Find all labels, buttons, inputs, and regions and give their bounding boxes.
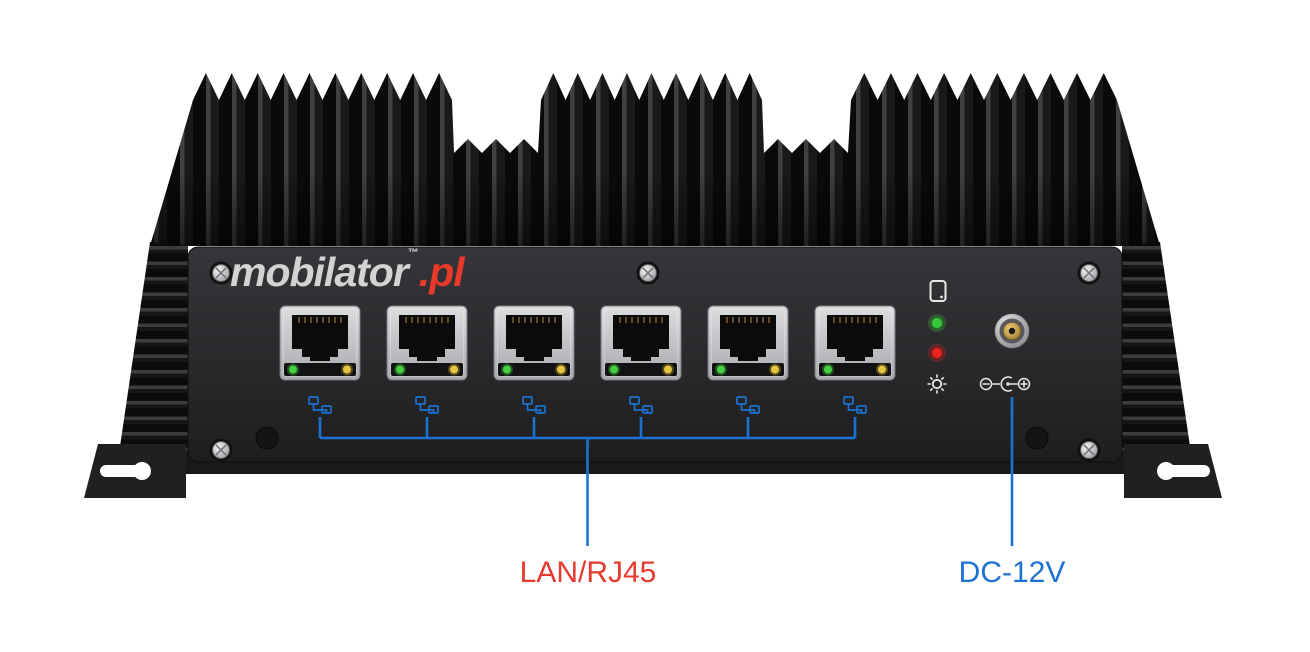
keyhole-slot-left bbox=[100, 465, 140, 477]
trademark-symbol: ™ bbox=[407, 247, 419, 259]
heatsink-right-fins bbox=[1122, 242, 1192, 460]
lan-callout-lines bbox=[320, 436, 855, 546]
brand-watermark: mobilator™.pl bbox=[230, 248, 465, 295]
heatsink-left-fins bbox=[118, 242, 188, 460]
dc-polarity-icon bbox=[979, 376, 1031, 392]
dc-jack bbox=[994, 313, 1030, 349]
antenna-plug-right bbox=[1025, 426, 1049, 450]
panel-screw bbox=[1076, 437, 1102, 463]
dc-power-label: DC-12V bbox=[958, 556, 1066, 589]
panel-screw bbox=[635, 260, 661, 286]
heatsink-top-fins bbox=[150, 73, 1160, 246]
brand-tld: .pl bbox=[418, 249, 465, 295]
brightness-icon bbox=[927, 374, 947, 394]
hdd-activity-icon bbox=[929, 280, 947, 302]
panel-screw bbox=[1076, 260, 1102, 286]
brand-name: mobilator bbox=[230, 249, 409, 295]
mounting-foot-right bbox=[1124, 444, 1222, 498]
alarm-led bbox=[928, 344, 946, 362]
keyhole-slot-right bbox=[1166, 465, 1210, 477]
mounting-foot-left bbox=[84, 444, 186, 498]
power-led bbox=[928, 314, 946, 332]
lan-ports-label: LAN/RJ45 bbox=[519, 556, 657, 589]
antenna-plug-left bbox=[255, 426, 279, 450]
panel-screw bbox=[208, 437, 234, 463]
